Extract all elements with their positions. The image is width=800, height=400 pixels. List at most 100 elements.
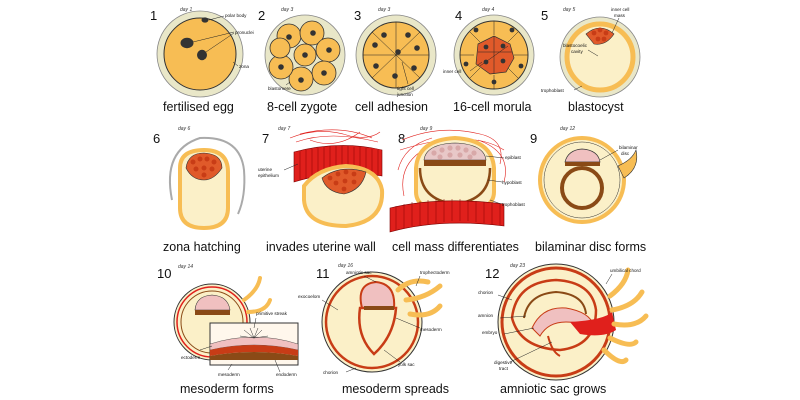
trophoblast-ring bbox=[564, 21, 636, 93]
stage-7-number: 7 bbox=[262, 131, 269, 146]
label-mesoderm: mesoderm bbox=[218, 372, 240, 377]
compacted-nuclei bbox=[372, 32, 420, 79]
stage-11-number: 11 bbox=[316, 266, 330, 281]
uterine-blood-vessels bbox=[397, 129, 506, 197]
stage-9: 9 day 12 bilaminar disc bilaminar disc f… bbox=[530, 126, 646, 254]
label-primitive-streak: primitive streak bbox=[256, 311, 288, 316]
label-hypoblast: hypoblast bbox=[502, 180, 522, 185]
label-mesoderm: mesoderm bbox=[420, 327, 442, 332]
amnion bbox=[523, 290, 587, 319]
label-yolk-sac: yolk sac bbox=[398, 362, 415, 367]
stage-7-caption: invades uterine wall bbox=[266, 240, 376, 254]
label-disc: disc bbox=[621, 151, 630, 156]
label-trophoblast: trophoblast bbox=[502, 202, 525, 207]
pronucleus-right bbox=[197, 49, 207, 61]
label-amniotic-sac: amniotic sac bbox=[346, 270, 372, 275]
stage-8: 8 day 9 epiblast hypoblast trophoblast c… bbox=[389, 126, 525, 254]
label-pronuclei: pronuclei bbox=[235, 30, 254, 35]
stage-5-number: 5 bbox=[541, 8, 548, 23]
label-tight-cell: tight cell bbox=[397, 86, 414, 91]
pronucleus-left bbox=[180, 37, 194, 49]
label-trophectoderm: trophectoderm bbox=[420, 270, 450, 275]
label-epiblast: epiblast bbox=[505, 155, 522, 160]
hypoblast bbox=[424, 160, 486, 166]
stage-2-caption: 8-cell zygote bbox=[267, 100, 337, 114]
uterine-blood-vessels bbox=[289, 129, 381, 144]
stage-10-day: day 14 bbox=[178, 264, 193, 270]
amniotic-sac bbox=[359, 280, 396, 309]
stage-8-caption: cell mass differentiates bbox=[392, 240, 519, 254]
label-amnion: amnion bbox=[478, 313, 494, 318]
stage-2-number: 2 bbox=[258, 8, 265, 23]
stage-6-number: 6 bbox=[153, 131, 160, 146]
morula-nuclei bbox=[463, 27, 524, 85]
stage-12-number: 12 bbox=[485, 266, 499, 281]
stage-5: 5 day 5 inner cell mass blastocoelic cav… bbox=[541, 7, 641, 114]
label-inner-cell: inner cell bbox=[611, 7, 629, 12]
stage-5-caption: blastocyst bbox=[568, 100, 624, 114]
label-umbilical-chord: umbilical chord bbox=[610, 268, 641, 273]
stage-9-day: day 12 bbox=[560, 126, 575, 132]
label-endoderm: endoderm bbox=[276, 372, 297, 377]
ruptured-zona bbox=[168, 136, 246, 215]
stage-6-day: day 6 bbox=[178, 126, 190, 132]
stage-5-day: day 5 bbox=[563, 7, 575, 13]
blastomere-nuclei bbox=[278, 30, 332, 83]
label-bilaminar: bilaminar bbox=[619, 145, 638, 150]
umbilical-chord bbox=[570, 312, 616, 336]
stage-3: 3 day 3 tight cell junction cell adhesio… bbox=[354, 7, 437, 114]
stage-1: 1 day 1 polar body pronuclei zona fertil… bbox=[150, 7, 254, 114]
amniotic-cavity bbox=[564, 148, 601, 163]
stage-8-number: 8 bbox=[398, 131, 405, 146]
label-ectoderm: ectoderm bbox=[181, 355, 200, 360]
stage-2: 2 day 3 blastomere 8-cell zygote bbox=[258, 7, 346, 114]
label-exocoelom: exocoelom bbox=[298, 294, 320, 299]
stage-4-caption: 16-cell morula bbox=[453, 100, 532, 114]
stage-10-number: 10 bbox=[157, 266, 171, 281]
label-polar-body: polar body bbox=[225, 13, 247, 18]
stage-11-day: day 16 bbox=[338, 263, 353, 269]
label-digestive: digestive bbox=[494, 360, 513, 365]
label-tract: tract bbox=[499, 366, 509, 371]
digestive-tract bbox=[547, 335, 561, 357]
trophectoderm-villi bbox=[395, 278, 443, 318]
stage-7: 7 day 7 uterine epithelium invades uteri… bbox=[258, 126, 385, 254]
label-mass: mass bbox=[614, 13, 626, 18]
stage-3-day: day 3 bbox=[378, 7, 390, 13]
stage-8-day: day 9 bbox=[420, 126, 432, 132]
stage-1-caption: fertilised egg bbox=[163, 100, 234, 114]
label-blastocoelic: blastocoelic bbox=[563, 43, 588, 48]
stage-2-day: day 3 bbox=[281, 7, 293, 13]
yolk-sac bbox=[560, 166, 604, 210]
stage-1-number: 1 bbox=[150, 8, 157, 23]
label-epithelium: epithelium bbox=[258, 173, 279, 178]
label-trophoblast: trophoblast bbox=[541, 88, 564, 93]
amniotic-cavity bbox=[194, 294, 231, 311]
label-cavity: cavity bbox=[571, 49, 583, 54]
stage-6: 6 day 6 zona hatching bbox=[153, 126, 246, 254]
label-uterine: uterine bbox=[258, 167, 272, 172]
yolk-sac bbox=[358, 306, 398, 356]
label-zona: zona bbox=[239, 64, 249, 69]
polar-body bbox=[201, 17, 209, 23]
label-chorion: chorion bbox=[478, 290, 494, 295]
stage-10-caption: mesoderm forms bbox=[180, 382, 274, 396]
stage-9-caption: bilaminar disc forms bbox=[535, 240, 646, 254]
stage-11-caption: mesoderm spreads bbox=[342, 382, 449, 396]
stage-4-number: 4 bbox=[455, 8, 462, 23]
uterine-wall bbox=[389, 200, 505, 233]
stage-9-number: 9 bbox=[530, 131, 537, 146]
stage-10: 10 day 14 primitive streak ectoderm meso… bbox=[157, 264, 299, 396]
stage-1-day: day 1 bbox=[180, 7, 192, 13]
stage-4-day: day 4 bbox=[482, 7, 494, 13]
stage-6-caption: zona hatching bbox=[163, 240, 241, 254]
stage-7-day: day 7 bbox=[278, 126, 290, 132]
label-embryo: embryo bbox=[482, 330, 498, 335]
stage-4: 4 day 4 inner cell 16-cell morula bbox=[443, 7, 535, 114]
trophoblast-projection bbox=[617, 148, 638, 179]
stage-3-caption: cell adhesion bbox=[355, 100, 428, 114]
label-junction: junction bbox=[396, 92, 413, 97]
stage-3-number: 3 bbox=[354, 8, 361, 23]
stage-11: 11 day 16 amniotic sac trophectoderm exo… bbox=[298, 263, 450, 396]
